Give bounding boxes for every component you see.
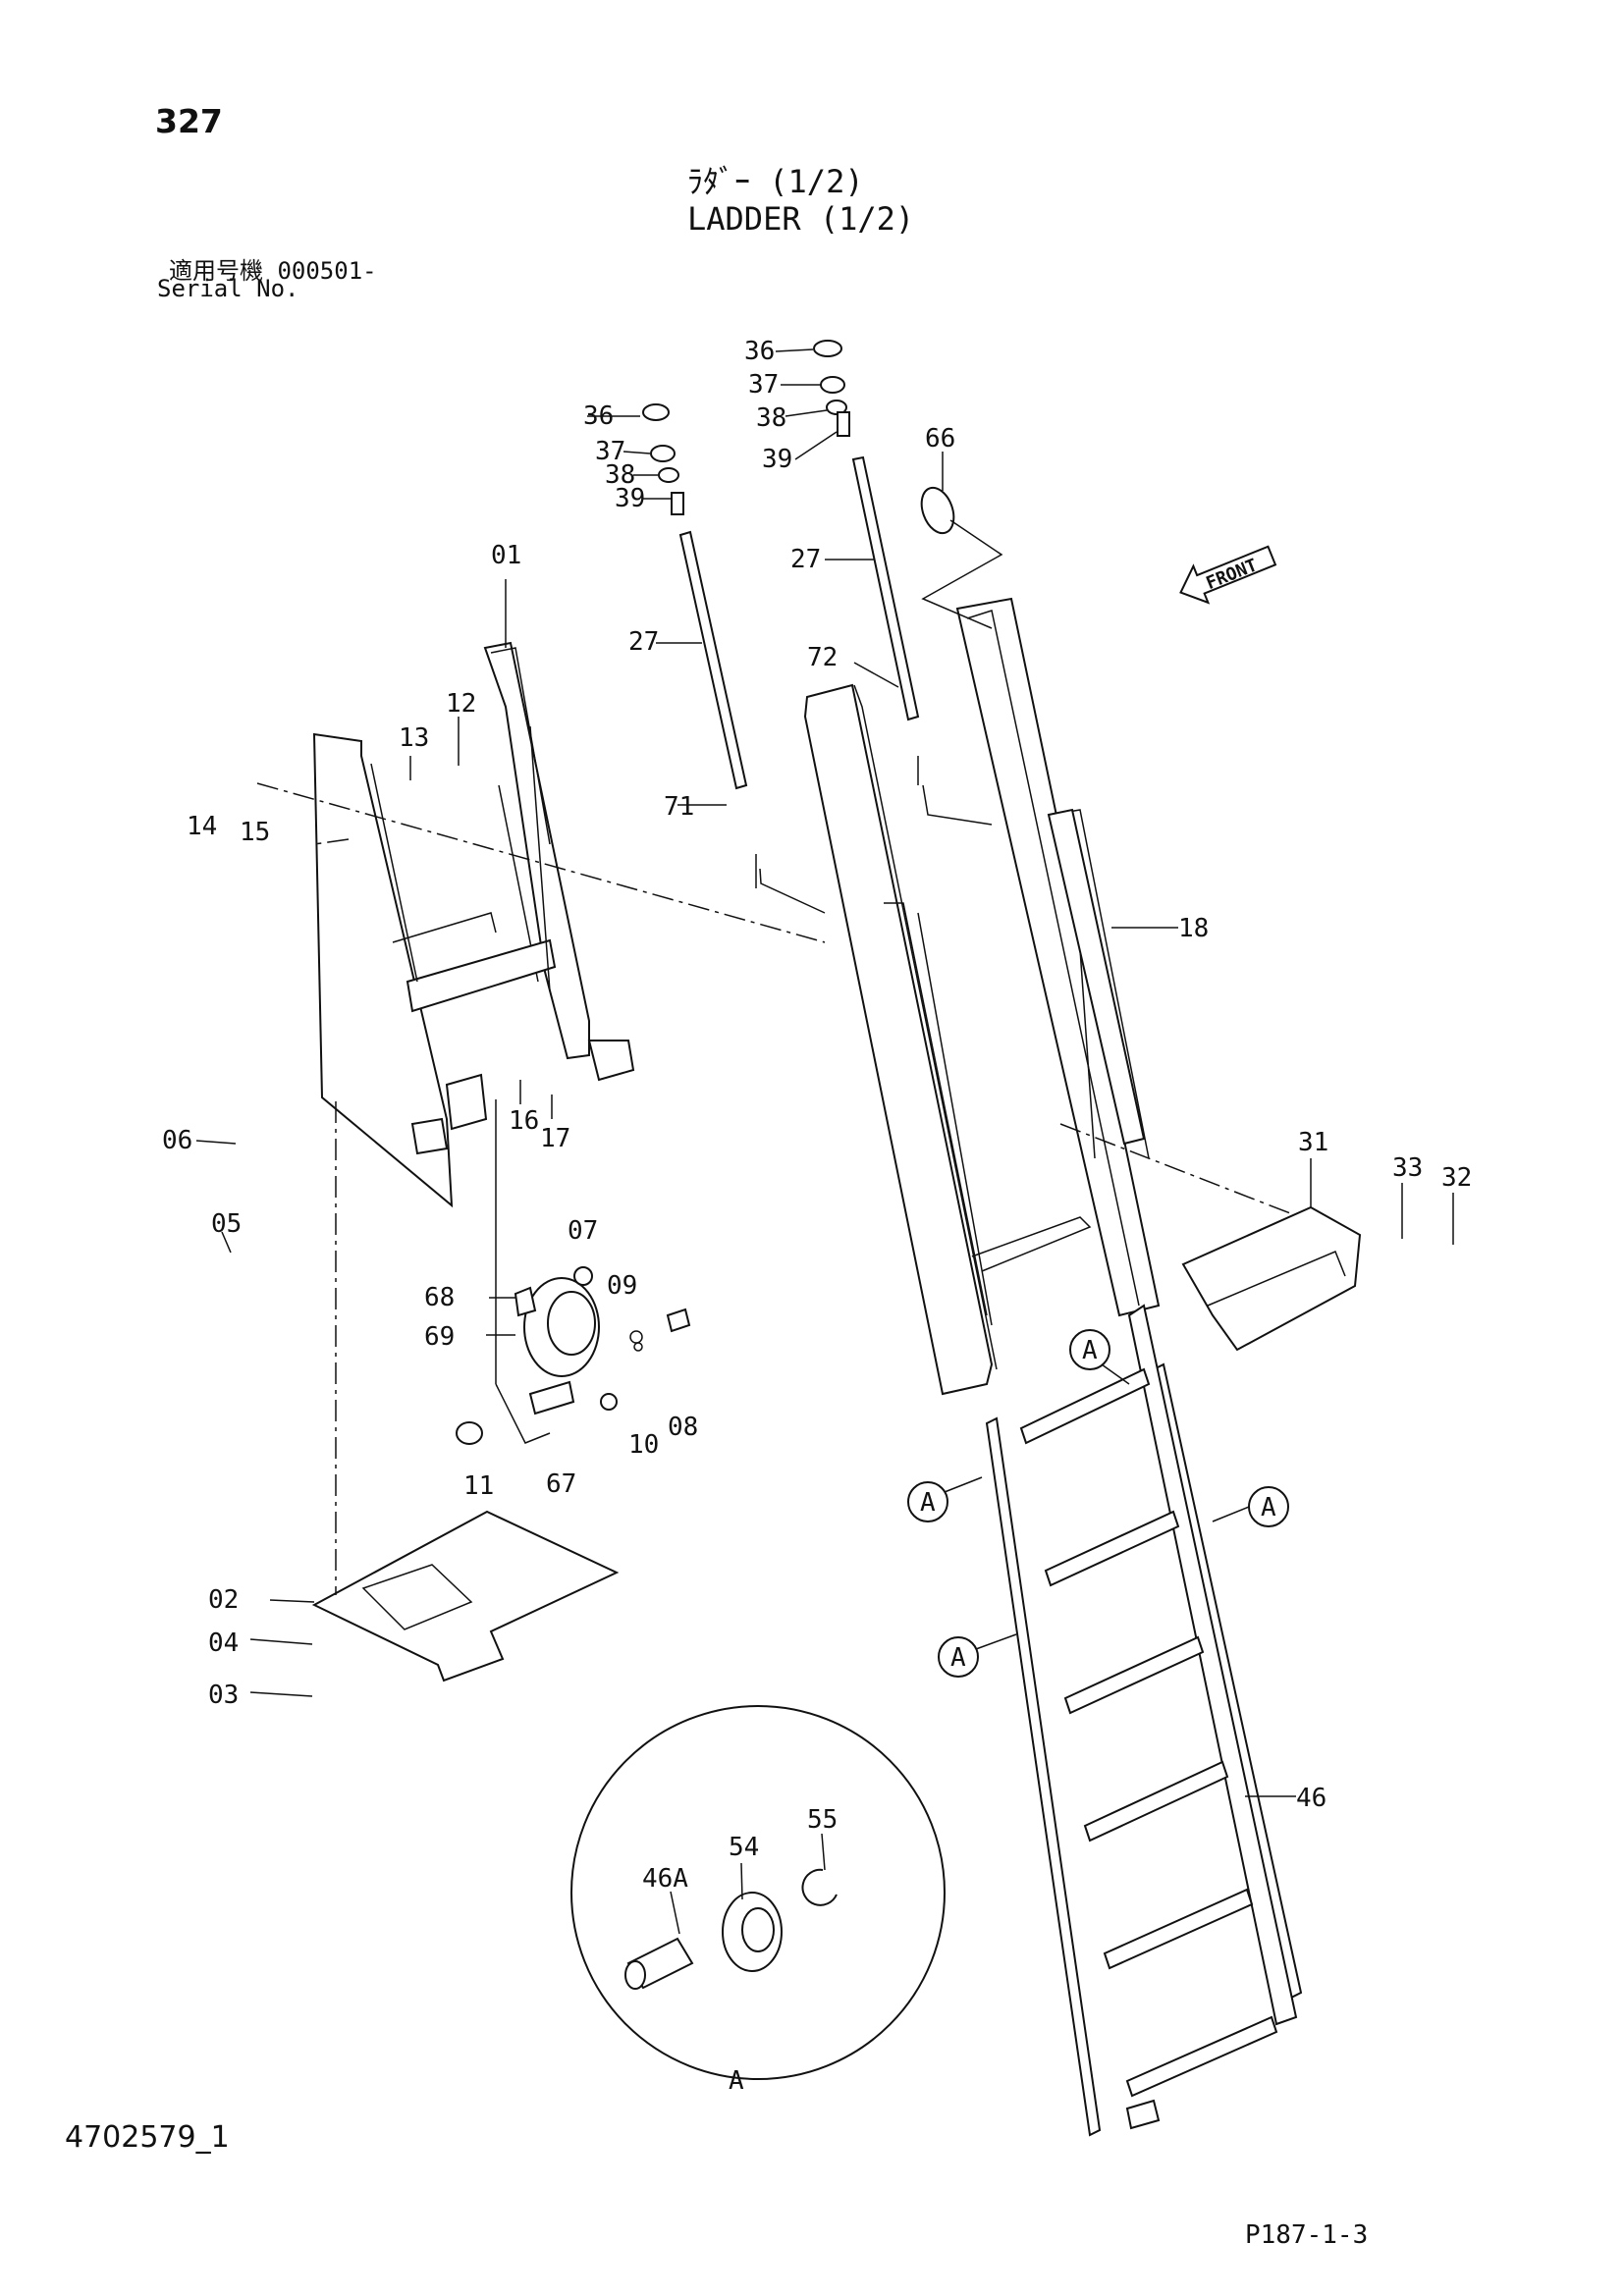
callout-16: 16 [509, 1106, 539, 1136]
callout-27-left: 27 [628, 627, 659, 657]
callout-09: 09 [607, 1271, 637, 1301]
detail-a-label-3: A [1261, 1493, 1276, 1522]
callout-39-right: 39 [762, 445, 792, 474]
marker-light [920, 486, 1003, 629]
cover-plate [1181, 1205, 1362, 1352]
callouts: 01 02 03 04 05 06 07 08 09 10 11 12 13 1… [162, 337, 1472, 2096]
callout-05: 05 [211, 1209, 242, 1239]
callout-11: 11 [463, 1471, 494, 1501]
detail-a-label-5: A [729, 2066, 744, 2096]
leader-lines [195, 348, 1454, 1935]
page-reference: P187-1-3 [1245, 2220, 1369, 2250]
callout-10: 10 [628, 1430, 659, 1460]
base-plate [311, 1101, 620, 1682]
front-direction-arrow: FRONT [1179, 545, 1277, 605]
page-number: 327 [155, 102, 223, 140]
serial-label-english: Serial No. [157, 275, 299, 302]
callout-07: 07 [568, 1216, 598, 1246]
callout-12: 12 [446, 689, 476, 719]
callout-01: 01 [491, 541, 521, 570]
callout-36-left: 36 [583, 401, 614, 431]
callout-37-right: 37 [748, 370, 779, 400]
callout-15: 15 [240, 818, 270, 847]
callout-37-left: 37 [595, 437, 625, 466]
detail-a-view [570, 1705, 946, 2080]
rods [678, 455, 993, 914]
top-hardware-right [813, 340, 850, 437]
callout-03: 03 [208, 1681, 239, 1710]
callout-32: 32 [1441, 1163, 1472, 1193]
main-ladder [985, 1304, 1303, 2137]
callout-38-left: 38 [605, 460, 635, 490]
callout-06: 06 [162, 1126, 192, 1155]
detail-a-label-1: A [1082, 1336, 1098, 1365]
callout-71: 71 [664, 792, 694, 822]
callout-33: 33 [1392, 1153, 1423, 1183]
callout-46: 46 [1296, 1784, 1326, 1813]
callout-66: 66 [925, 424, 955, 454]
callout-54: 54 [729, 1833, 759, 1862]
callout-36-right: 36 [744, 337, 775, 366]
callout-46A: 46A [642, 1864, 688, 1894]
callout-13: 13 [399, 723, 429, 753]
bracket-assembly [312, 641, 635, 1208]
detail-a-label-2: A [920, 1488, 936, 1518]
callout-72: 72 [807, 643, 838, 672]
callout-55: 55 [807, 1805, 838, 1835]
callout-31: 31 [1298, 1128, 1328, 1157]
title-japanese: ﾗﾀﾞｰ (1/2) [687, 163, 864, 200]
top-hardware-left [642, 403, 684, 515]
callout-18: 18 [1178, 914, 1209, 943]
lamp-assembly [456, 1099, 691, 1445]
document-id: 4702579_1 [65, 2120, 230, 2155]
serial-label-japanese: 適用号機 000501- [169, 257, 377, 285]
detail-a-balloons [907, 1329, 1289, 1678]
callout-68: 68 [424, 1283, 455, 1312]
callout-69: 69 [424, 1322, 455, 1352]
long-beam [803, 683, 998, 1396]
callout-39-left: 39 [615, 484, 645, 513]
callout-27-right: 27 [790, 545, 821, 574]
callout-02: 02 [208, 1585, 239, 1615]
callout-04: 04 [208, 1629, 239, 1658]
callout-38-right: 38 [756, 403, 786, 433]
detail-a-label-4: A [950, 1643, 966, 1673]
callout-08: 08 [668, 1413, 698, 1442]
upper-ladder-frame [955, 597, 1326, 1317]
title-english: LADDER (1/2) [687, 200, 915, 238]
callout-14: 14 [187, 812, 217, 841]
callout-67: 67 [546, 1469, 576, 1499]
callout-17: 17 [540, 1124, 570, 1153]
